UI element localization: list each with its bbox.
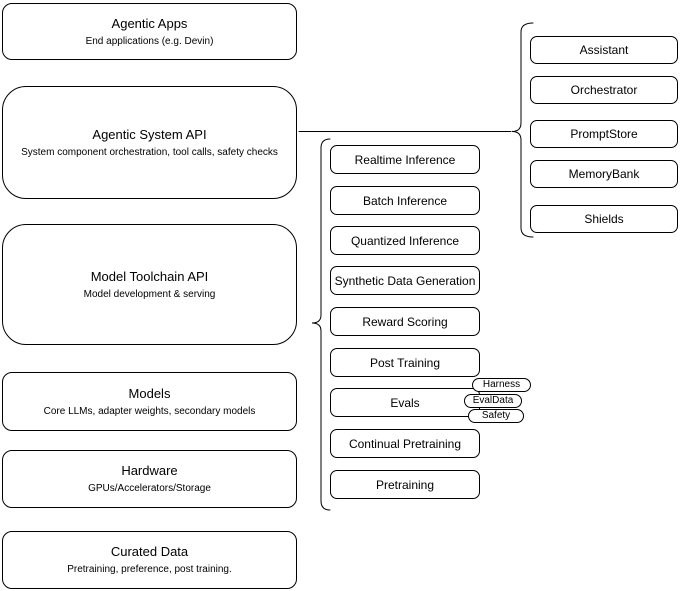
node-title: Agentic System API	[92, 126, 207, 142]
node-agentic-system-api: Agentic System API System component orch…	[2, 86, 297, 199]
node-post-training: Post Training	[330, 348, 480, 377]
node-subtitle: Pretraining, preference, post training.	[67, 564, 232, 575]
node-curated-data: Curated Data Pretraining, preference, po…	[2, 531, 297, 589]
node-subtitle: Core LLMs, adapter weights, secondary mo…	[43, 405, 256, 417]
node-subtitle: System component orchestration, tool cal…	[21, 146, 278, 158]
node-assistant: Assistant	[530, 36, 678, 64]
node-title: Model Toolchain API	[90, 268, 209, 284]
tag-evaldata: EvalData	[464, 394, 522, 408]
node-promptstore: PromptStore	[530, 120, 678, 148]
node-title: Models	[128, 385, 171, 401]
node-subtitle: GPUs/Accelerators/Storage	[88, 483, 211, 494]
node-batch-inference: Batch Inference	[330, 186, 480, 215]
tag-safety: Safety	[468, 409, 524, 423]
node-shields: Shields	[530, 205, 678, 233]
node-model-toolchain-api: Model Toolchain API Model development & …	[2, 224, 297, 345]
node-subtitle: Model development & serving	[83, 288, 216, 300]
node-reward-scoring: Reward Scoring	[330, 307, 480, 336]
node-title: Curated Data	[110, 544, 189, 559]
node-hardware: Hardware GPUs/Accelerators/Storage	[2, 450, 297, 508]
node-title: Hardware	[121, 463, 178, 478]
node-title: Agentic Apps	[111, 15, 188, 31]
node-models: Models Core LLMs, adapter weights, secon…	[2, 372, 297, 431]
node-synthetic-data-generation: Synthetic Data Generation	[330, 266, 480, 295]
node-subtitle: End applications (e.g. Devin)	[85, 35, 214, 47]
node-memorybank: MemoryBank	[530, 160, 678, 188]
node-quantized-inference: Quantized Inference	[330, 226, 480, 255]
toolchain-brace	[311, 138, 331, 511]
node-realtime-inference: Realtime Inference	[330, 145, 480, 174]
node-evals: Evals	[330, 388, 480, 417]
node-agentic-apps: Agentic Apps End applications (e.g. Devi…	[2, 3, 297, 60]
node-pretraining: Pretraining	[330, 470, 480, 499]
node-orchestrator: Orchestrator	[530, 76, 678, 104]
node-continual-pretraining: Continual Pretraining	[330, 429, 480, 458]
tag-harness: Harness	[472, 378, 531, 392]
